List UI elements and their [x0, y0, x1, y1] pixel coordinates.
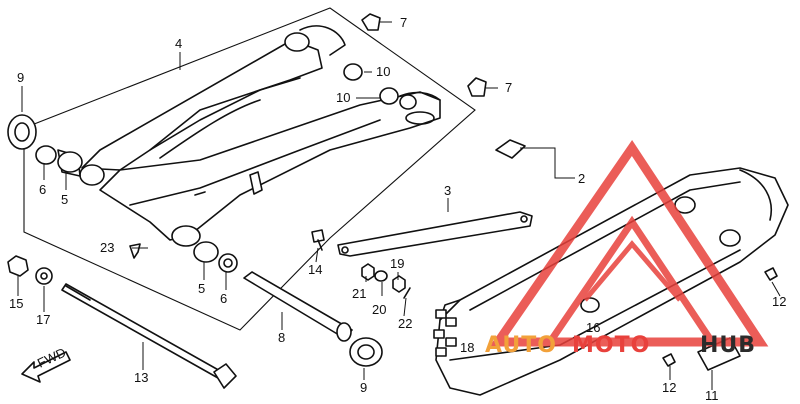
watermark-brand-auto: AUTO — [485, 333, 557, 358]
callout-9-top: 9 — [17, 70, 24, 85]
chain-case — [435, 167, 789, 396]
callout-12-lower: 12 — [662, 380, 676, 395]
callout-13: 13 — [134, 370, 148, 385]
callout-6-left: 6 — [39, 182, 46, 197]
bolt-12-lower — [662, 353, 676, 367]
watermark-brand-moto: MOTO — [572, 333, 650, 358]
callout-12-upper: 12 — [772, 294, 786, 309]
callout-2: 2 — [578, 171, 585, 186]
callout-8: 8 — [278, 330, 285, 345]
nut-19 — [392, 275, 406, 293]
callout-10-lower: 10 — [336, 90, 350, 105]
callout-4: 4 — [175, 36, 182, 51]
torque-link — [337, 211, 533, 257]
pivot-bearing-right — [193, 241, 238, 273]
callout-7-right: 7 — [505, 80, 512, 95]
fwd-arrow — [21, 351, 71, 383]
callout-20: 20 — [372, 302, 386, 317]
cotter-pin-22 — [403, 287, 411, 299]
callout-17: 17 — [36, 312, 50, 327]
callout-3: 3 — [444, 183, 451, 198]
callout-5-left: 5 — [61, 192, 68, 207]
leader-lines — [17, 21, 781, 390]
washer-17 — [35, 267, 53, 285]
callout-19: 19 — [390, 256, 404, 271]
drive-chain — [433, 309, 457, 357]
bracket-lower — [467, 77, 487, 97]
pivot-bolt — [61, 283, 237, 389]
callout-22: 22 — [398, 316, 412, 331]
pivot-bearing-left — [7, 114, 83, 177]
bolt-23 — [129, 243, 141, 259]
watermark-text: AUTO MOTO HUB — [485, 333, 756, 358]
callout-6-right: 6 — [220, 291, 227, 306]
washer-20 — [374, 270, 388, 282]
callout-11: 11 — [705, 388, 719, 403]
bolt-12-upper — [764, 267, 778, 281]
cap-lower — [349, 337, 383, 367]
bolt-14 — [311, 229, 325, 251]
callout-15: 15 — [9, 296, 23, 311]
callout-10-upper: 10 — [376, 64, 390, 79]
callout-labels: 4 9 6 5 5 6 7 7 10 10 3 2 23 14 21 19 20… — [9, 15, 786, 403]
bracket-upper — [361, 13, 381, 31]
swingarm — [79, 25, 441, 247]
callout-7-top: 7 — [400, 15, 407, 30]
callout-5-right: 5 — [198, 281, 205, 296]
pivot-spindle — [243, 271, 353, 342]
callout-16: 16 — [586, 320, 600, 335]
callout-14: 14 — [308, 262, 322, 277]
callout-23: 23 — [100, 240, 114, 255]
nut-15 — [7, 255, 29, 277]
nut-21 — [361, 263, 375, 281]
watermark-logo — [489, 139, 769, 347]
callout-18: 18 — [460, 340, 474, 355]
watermark-brand-hub: HUB — [700, 333, 756, 358]
callout-9-bottom: 9 — [360, 380, 367, 395]
chain-label-plate — [495, 139, 526, 159]
callout-21: 21 — [352, 286, 366, 301]
bushings — [343, 63, 417, 110]
